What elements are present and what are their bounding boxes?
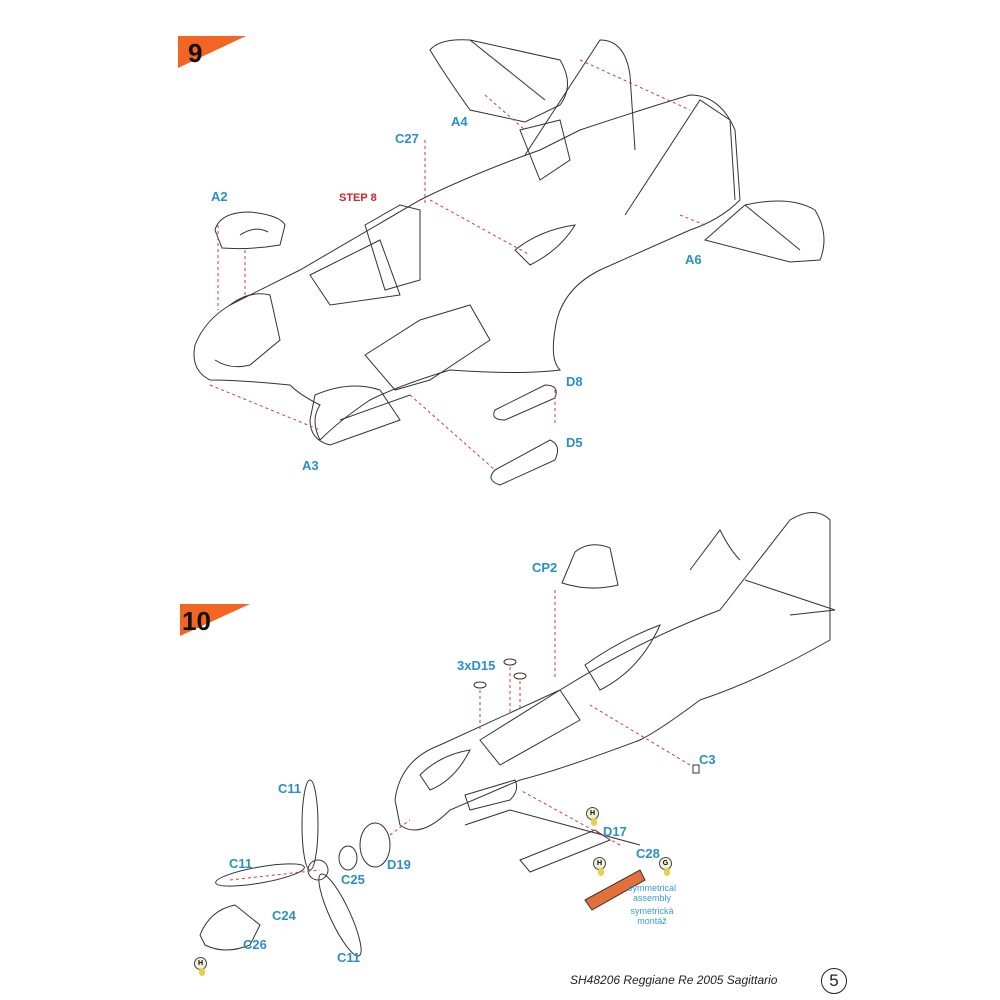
paint-marker-h: H: [586, 807, 599, 826]
part-label-c11: C11: [337, 950, 361, 965]
canopy-cp2: [561, 544, 619, 589]
parts-d15: [473, 658, 700, 774]
part-label-a3: A3: [302, 458, 319, 473]
paint-marker-h: H: [194, 957, 207, 976]
step-reference: STEP 8: [339, 192, 377, 204]
part-label-a6: A6: [685, 252, 702, 267]
part-label-c28: C28: [636, 846, 660, 861]
page-number: 5: [821, 968, 847, 994]
fuselage-step9: [193, 94, 741, 446]
assembly-arrows-step10: [229, 590, 691, 881]
step-number: 9: [188, 38, 203, 68]
part-label-d15: 3xD15: [457, 658, 496, 673]
step-9-badge-shape: [178, 36, 246, 68]
step-10-badge-shape: [180, 604, 250, 636]
paint-marker-h: H: [593, 857, 606, 876]
part-label-c11: C11: [278, 781, 302, 796]
part-label-c24: C24: [272, 908, 296, 923]
paint-marker-g: G: [659, 857, 672, 876]
footer-title: SH48206 Reggiane Re 2005 Sagittario: [570, 973, 778, 987]
part-label-a2: A2: [211, 189, 228, 204]
note-symmetrical-cz: symetrická montáž: [630, 906, 674, 926]
backplate-d19: [338, 822, 391, 871]
note-symmetrical-en: symmetrical assembly: [627, 883, 676, 903]
spinner: [199, 904, 261, 951]
part-label-d5: D5: [566, 435, 583, 450]
part-label-c11: C11: [229, 856, 253, 871]
canopy-a2: [214, 211, 286, 250]
tailplane-a4: [429, 39, 568, 123]
part-label-c26: C26: [243, 937, 267, 952]
part-label-c3: C3: [699, 752, 716, 767]
assembly-arrows-step9: [209, 59, 706, 471]
propeller: [215, 779, 362, 957]
part-label-d8: D8: [566, 374, 583, 389]
part-label-a4: A4: [451, 114, 468, 129]
step-number: 10: [182, 606, 211, 636]
part-label-cp2: CP2: [532, 560, 558, 575]
radiator-part: [519, 829, 646, 911]
part-label-c27: C27: [395, 131, 419, 146]
fin: [524, 39, 636, 156]
fuselage-step10: [394, 512, 836, 846]
tailplane-a6: [703, 200, 825, 263]
part-label-d17: D17: [603, 824, 627, 839]
part-label-d19: D19: [387, 857, 411, 872]
exhaust-parts: [490, 384, 559, 486]
part-label-c25: C25: [341, 872, 365, 887]
